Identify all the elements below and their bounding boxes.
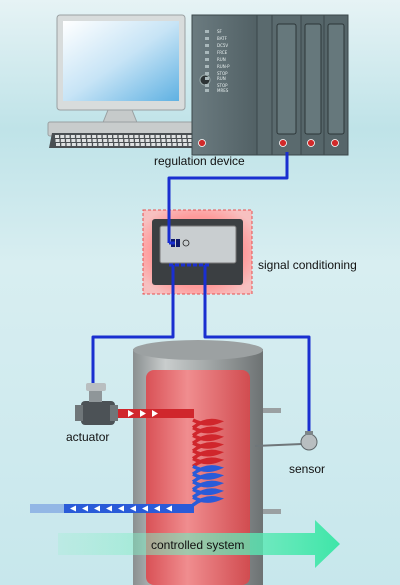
valve-icon [75,383,118,425]
plc-status-text: RUN [217,76,226,81]
plc-status-text: RUN-P [217,64,230,69]
cold-return-pipe [30,504,194,513]
controlled-system-arrow [58,520,340,568]
hot-inlet-pipe [110,409,194,418]
sensor-label: sensor [289,462,326,476]
plc-status-text: RUN [217,57,226,62]
signal-wires [91,152,311,435]
regulation-device-label: regulation device [154,154,245,168]
computer-monitor-icon [56,14,186,126]
keyboard-icon [49,133,198,148]
plc-status-text: STOP [217,71,228,76]
plc-status-text: DC5V [217,43,229,48]
plc-status-text: BATF [217,36,227,41]
plc-status-text: MRES [217,88,229,93]
plc-reset-button [198,139,206,147]
actuator-label: actuator [66,430,110,444]
signal-conditioning-label: signal conditioning [258,258,357,272]
heat-exchanger-coil [191,418,225,507]
plc-status-text: STOP [217,83,228,88]
plc-icon [191,14,349,156]
controlled-system-label: controlled system [151,538,245,552]
plc-status-text: SF [217,29,222,34]
plc-status-text: FRCE [217,50,228,55]
thermometer-icon [254,431,318,451]
signal-conditioner [142,209,253,295]
